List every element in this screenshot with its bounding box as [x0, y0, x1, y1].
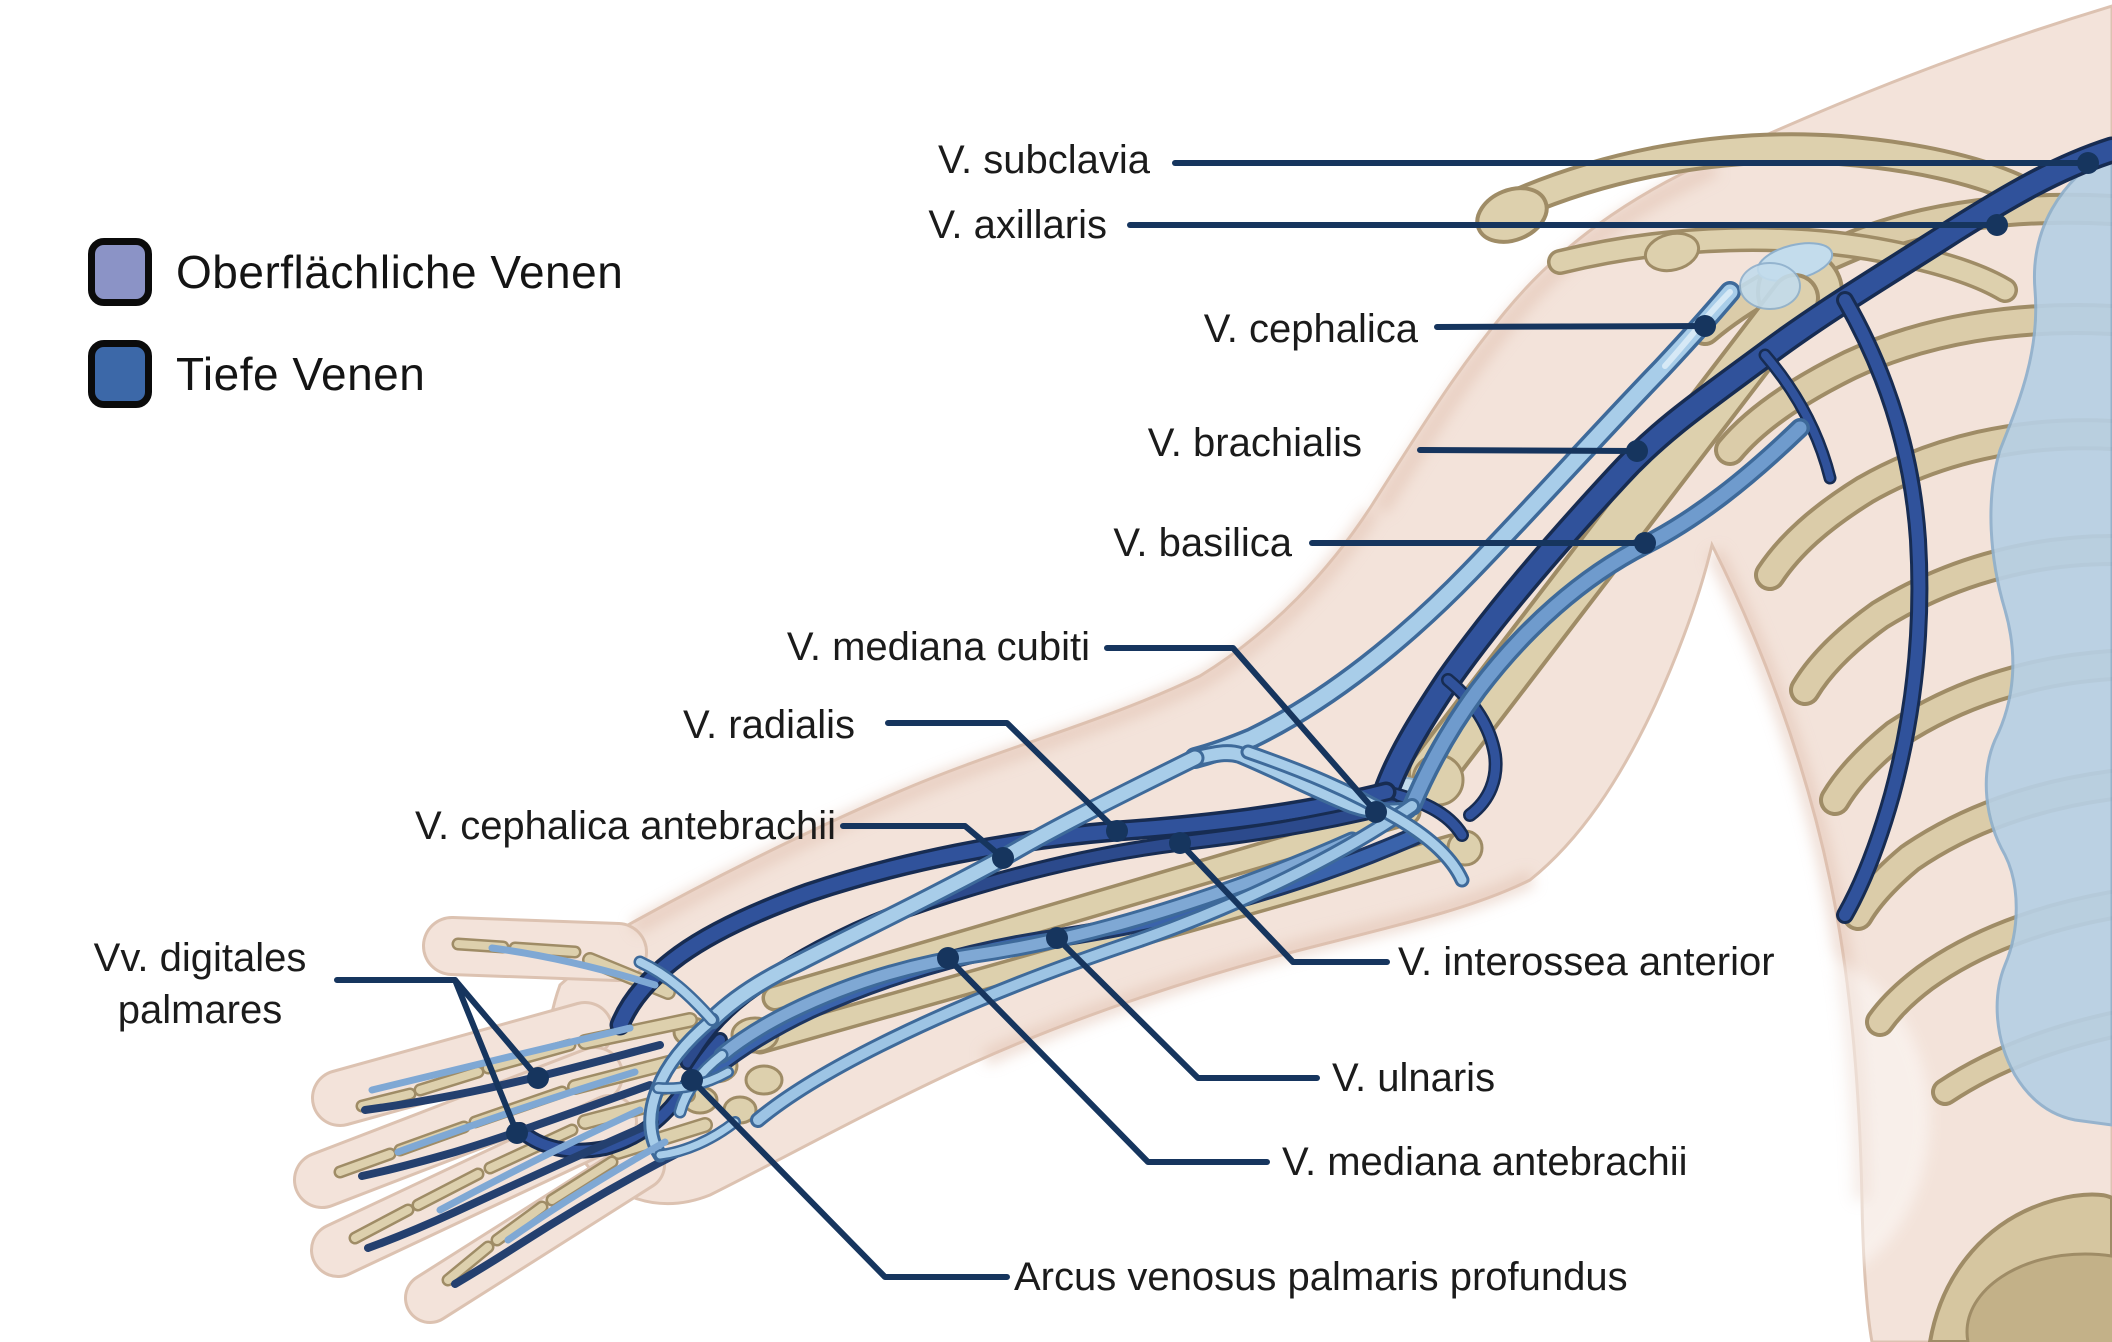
legend-label-superficial: Oberflächliche Venen — [176, 246, 624, 298]
leader-line-v-radialis — [885, 720, 1120, 834]
thoracic-branch-vein — [1839, 294, 1926, 921]
shoulder-girdle — [1475, 132, 2031, 303]
legend-item-superficial: Oberflächliche Venen — [88, 238, 623, 306]
anchor-dot-v-axillaris — [1986, 214, 2008, 236]
superficial-veins — [368, 262, 1810, 1244]
legend: Oberflächliche Venen Tiefe Venen — [88, 238, 623, 408]
label-v-brachialis: V. brachialis — [1148, 421, 1362, 465]
anchor-dot-vv-digitales-palmares — [527, 1067, 549, 1089]
skin-shading — [630, 160, 1870, 1201]
anchor-dot-v-basilica — [1634, 532, 1656, 554]
basilic-vein — [1405, 421, 1807, 813]
basilic-antebrachial-vein — [753, 801, 1417, 1125]
leader-line-v-interossea-anterior — [1177, 840, 1390, 965]
label-v-interossea-anterior: V. interossea anterior — [1398, 940, 1775, 984]
leader-line-v-cephalica — [1434, 323, 1708, 330]
anchor-dot-v-cephalica — [1694, 315, 1716, 337]
pelvis-bone — [1927, 1192, 2112, 1342]
coracoid — [1643, 231, 1701, 273]
label-v-mediana-antebrachii: V. mediana antebrachii — [1282, 1140, 1687, 1184]
anchor-dot-v-interossea-anterior — [1169, 832, 1191, 854]
label-v-radialis: V. radialis — [683, 703, 855, 747]
acromion — [1475, 186, 1549, 244]
leader-line-v-ulnaris — [1054, 935, 1320, 1081]
label-v-mediana-cubiti: V. mediana cubiti — [787, 625, 1090, 669]
leader-line-vv-digitales-palmares-1 — [452, 977, 520, 1136]
elbow-superficial-branch — [1243, 747, 1467, 885]
chest-highlight — [1650, 950, 1930, 1290]
label-v-basilica: V. basilica — [1113, 521, 1292, 565]
label-v-cephalica: V. cephalica — [1204, 307, 1419, 351]
anchor-dot-arcus-venosus-palmaris-profundus — [681, 1069, 703, 1091]
leader-line-v-mediana-antebrachii — [945, 955, 1270, 1165]
anchor-dot-v-mediana-cubiti — [1365, 801, 1387, 823]
leader-line-v-brachialis — [1417, 447, 1640, 454]
anchor-dot-v-radialis — [1106, 820, 1128, 842]
label-v-ulnaris: V. ulnaris — [1332, 1056, 1495, 1100]
label-v-axillaris: V. axillaris — [928, 203, 1107, 247]
leader-line-arcus-venosus-palmaris-profundus — [689, 1077, 1010, 1280]
label-v-cephalica-antebrachii: V. cephalica antebrachii — [415, 804, 836, 848]
legend-label-deep: Tiefe Venen — [176, 348, 426, 400]
annotation-layer: V. subclavia V. axillaris V. cephalica V. b… — [94, 138, 2099, 1299]
radial-vein — [613, 785, 1393, 1032]
anchor-dot-vv-digitales-palmares-1 — [506, 1122, 528, 1144]
anchor-dot-v-subclavia — [2077, 152, 2099, 174]
leader-line-v-mediana-cubiti — [1104, 645, 1379, 815]
anchor-dot-v-mediana-antebrachii — [937, 947, 959, 969]
cephalic-antebrachial-vein — [705, 751, 1202, 1027]
anchor-dot-v-ulnaris — [1046, 927, 1068, 949]
superficial-veins-swatch — [88, 238, 152, 306]
deep-veins-swatch — [88, 340, 152, 408]
glenoid-cartilage — [1739, 262, 1801, 310]
label-arcus-venosus-palmaris-profundus: Arcus venosus palmaris profundus — [1014, 1255, 1628, 1299]
axillary-twig — [1761, 351, 1834, 482]
anchor-dot-v-cephalica-antebrachii — [992, 847, 1014, 869]
label-v-subclavia: V. subclavia — [938, 138, 1151, 182]
costal-cartilage — [1984, 148, 2112, 1127]
deep-digital-veins — [358, 1041, 684, 1288]
superficial-digital-veins — [368, 944, 669, 1244]
legend-item-deep: Tiefe Venen — [88, 340, 623, 408]
anchor-dot-v-brachialis — [1626, 440, 1648, 462]
skin-silhouette — [293, 4, 2112, 1342]
leader-line-v-cephalica-antebrachii — [840, 823, 1006, 861]
